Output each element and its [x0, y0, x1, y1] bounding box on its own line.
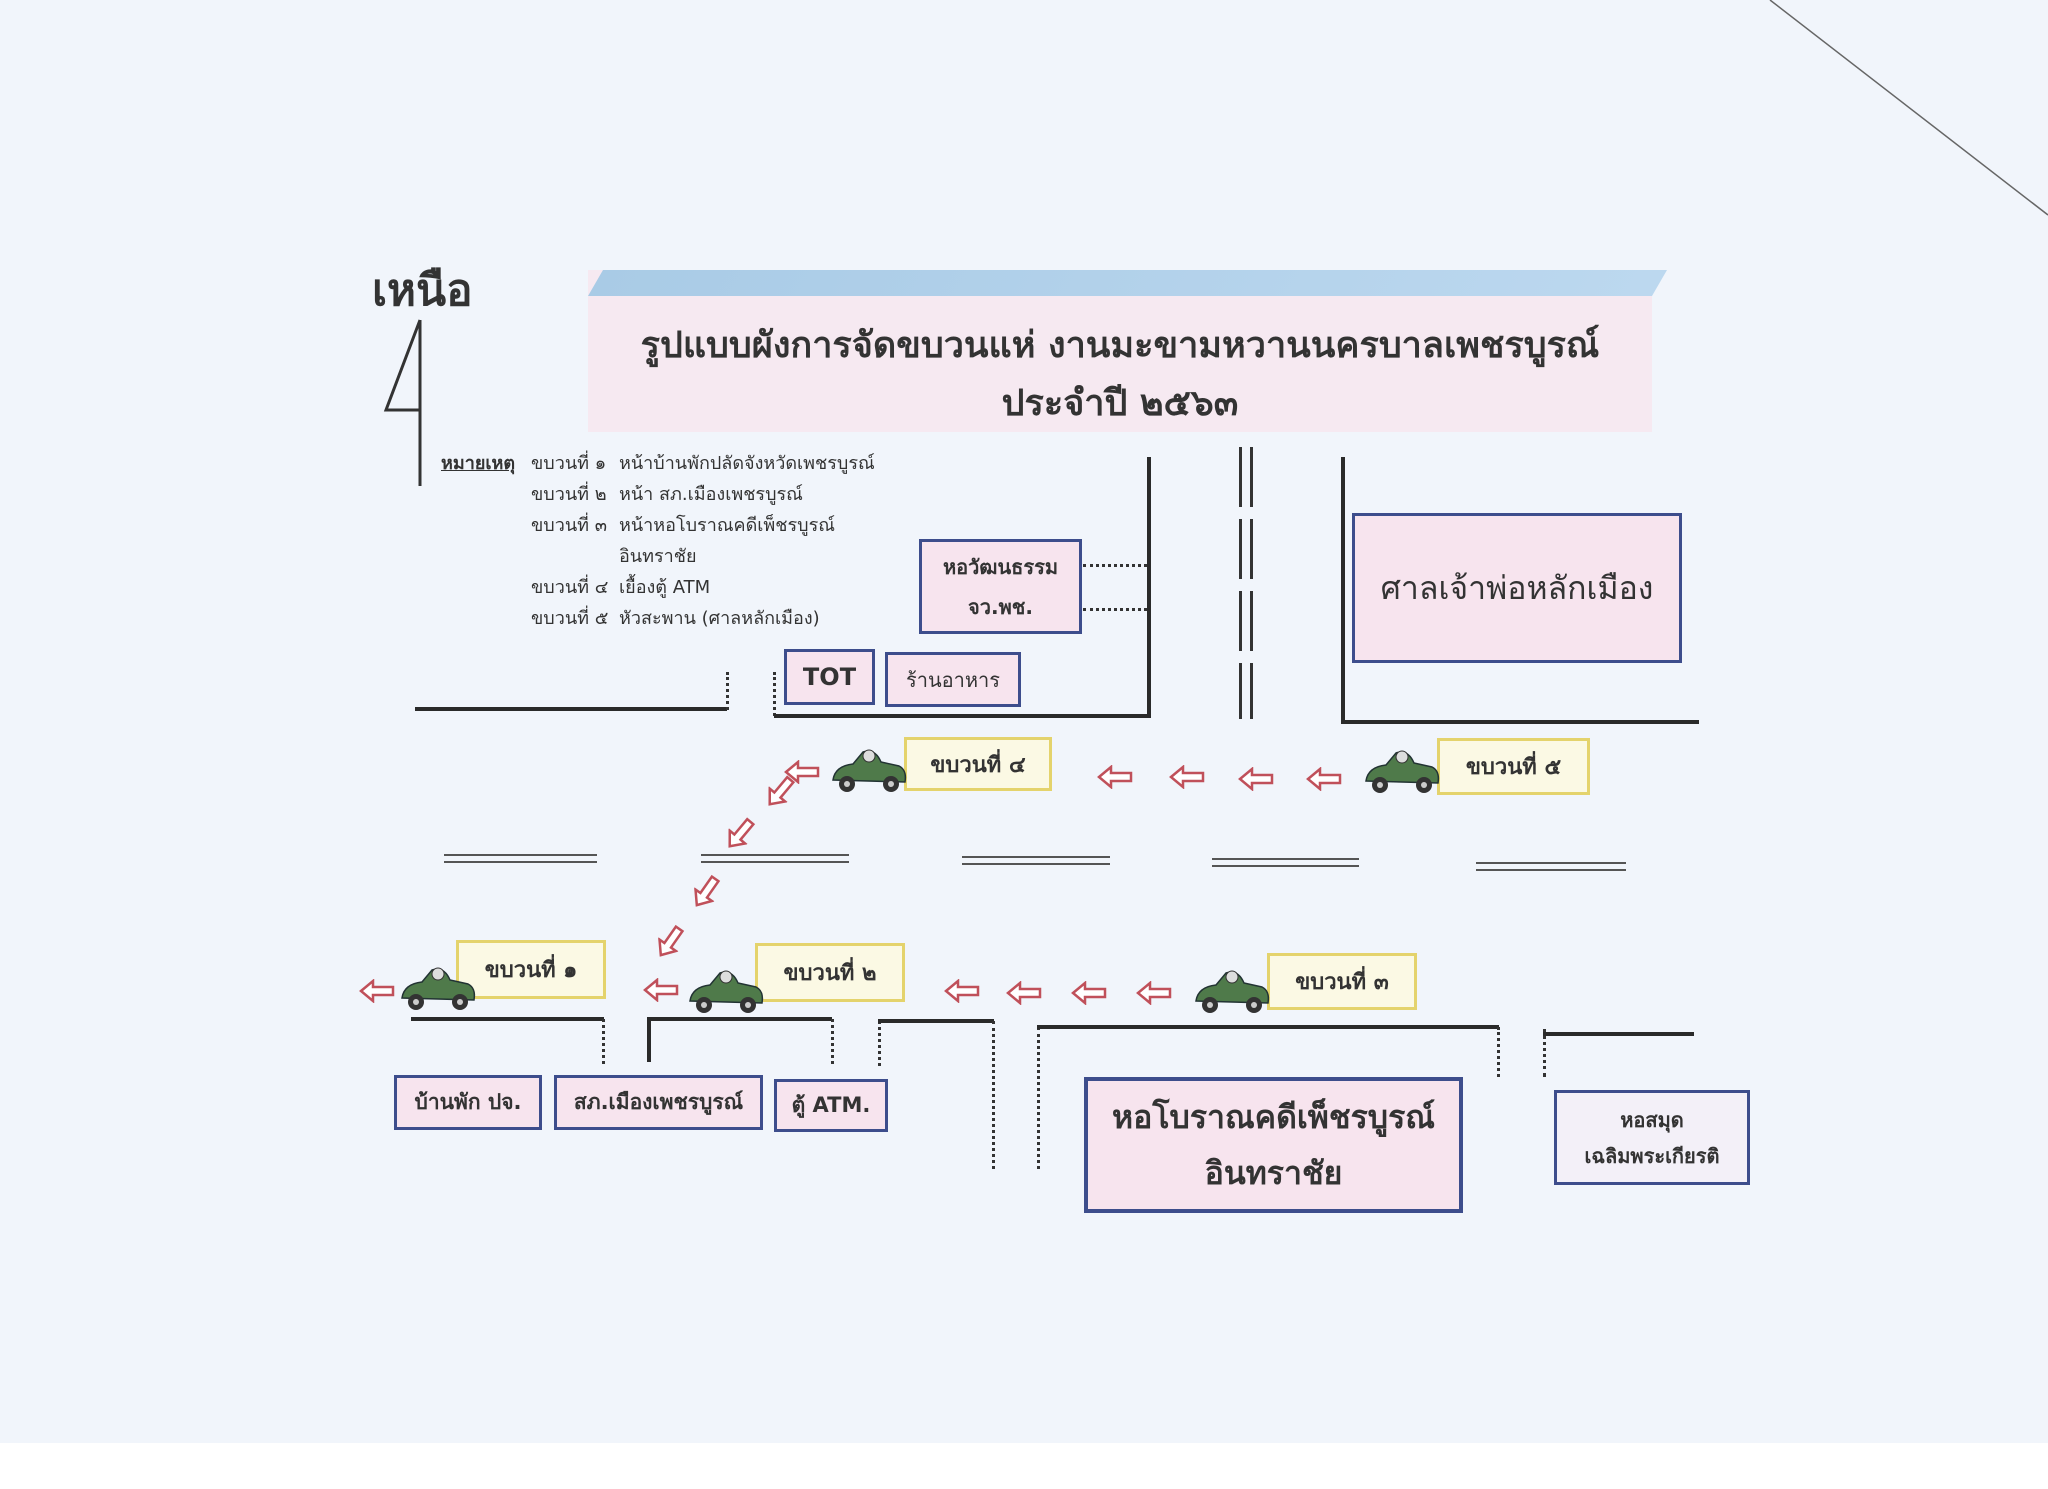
legend-item: ขบวนที่ ๓ หน้าหอโบราณคดีเพ็ชรบูรณ์	[531, 510, 875, 541]
title-banner: รูปแบบผังการจัดขบวนแห่ งานมะขามหวานนครบา…	[588, 270, 1668, 432]
left-arrow-icon	[359, 979, 395, 1003]
car-icon	[1365, 750, 1440, 793]
police-station-box: สภ.เมืองเพชรบูรณ์	[554, 1075, 763, 1130]
city-pillar-shrine-box: ศาลเจ้าพ่อหลักเมือง	[1352, 513, 1682, 663]
museum-box: หอโบราณคดีเพ็ชรบูรณ์อินทราชัย	[1084, 1077, 1463, 1213]
legend-heading: หมายเหตุ	[441, 453, 516, 474]
center-line	[1239, 447, 1242, 719]
left-arrow-icon	[1136, 981, 1172, 1005]
left-arrow-icon	[768, 775, 796, 806]
road-edge	[411, 1017, 604, 1021]
lane-marking	[962, 856, 1110, 865]
left-arrow-icon	[1238, 767, 1274, 791]
car-icon	[832, 749, 907, 792]
title-banner-strip	[588, 270, 1668, 296]
legend-item: ขบวนที่ ๒ หน้า สภ.เมืองเพชรบูรณ์	[531, 479, 875, 510]
legend-text: เยื้องตู้ ATM	[619, 577, 711, 598]
legend-text: หัวสะพาน (ศาลหลักเมือง)	[619, 608, 820, 629]
culture-hall-box: หอวัฒนธรรมจว.พช.	[919, 539, 1082, 634]
left-arrow-icon	[643, 978, 679, 1002]
culture-hall-label: จว.พช.	[968, 594, 1033, 619]
legend-text: หน้า สภ.เมืองเพชรบูรณ์	[619, 484, 803, 505]
left-arrow-icon	[1006, 981, 1042, 1005]
car-icon	[401, 967, 476, 1010]
restaurant-box: ร้านอาหาร	[885, 652, 1021, 707]
museum-label: อินทราชัย	[1204, 1154, 1343, 1192]
lane-marking	[444, 854, 597, 863]
procession-2-label: ขบวนที่ ๒	[755, 943, 905, 1002]
road-edge-dotted	[1497, 1027, 1500, 1077]
left-arrow-icon	[944, 979, 980, 1003]
procession-1-label: ขบวนที่ ๑	[456, 940, 606, 999]
legend-key: ขบวนที่ ๓	[531, 515, 608, 536]
legend-item: ขบวนที่ ๔ เยื้องตู้ ATM	[531, 572, 875, 603]
left-arrow-icon	[1071, 981, 1107, 1005]
museum-label: หอโบราณคดีเพ็ชรบูรณ์	[1112, 1098, 1435, 1136]
road-edge	[1037, 1025, 1499, 1029]
north-label: เหนือ	[372, 265, 473, 316]
left-arrow-icon	[784, 760, 820, 784]
legend-key: ขบวนที่ ๑	[531, 453, 607, 474]
lane-marking	[701, 854, 849, 863]
title-line-1: รูปแบบผังการจัดขบวนแห่ งานมะขามหวานนครบา…	[640, 325, 1600, 366]
road-edge-dotted	[1083, 564, 1147, 567]
road-edge-dotted	[1543, 1029, 1546, 1077]
road-edge-dotted	[992, 1021, 995, 1169]
legend-key: ขบวนที่ ๕	[531, 608, 609, 629]
left-arrow-icon	[658, 924, 685, 957]
tot-box: TOT	[784, 649, 875, 705]
library-label: หอสมุด	[1620, 1107, 1684, 1132]
road-edge	[1341, 457, 1345, 722]
legend-key: ขบวนที่ ๒	[531, 484, 607, 505]
center-line	[1250, 447, 1253, 719]
road-edge	[1543, 1032, 1694, 1036]
left-arrow-icon	[694, 874, 721, 907]
culture-hall-label: หอวัฒนธรรม	[942, 554, 1059, 579]
road-edge	[1147, 457, 1151, 718]
library-box: หอสมุดเฉลิมพระเกียรติ	[1554, 1090, 1750, 1185]
road-edge	[647, 1017, 651, 1062]
lane-marking	[1212, 858, 1359, 867]
road-edge	[878, 1019, 994, 1023]
legend-items: ขบวนที่ ๑ หน้าบ้านพักปลัดจังหวัดเพชรบูรณ์…	[531, 448, 875, 634]
residence-box: บ้านพัก ปจ.	[394, 1075, 542, 1130]
legend-text: อินทราชัย	[619, 546, 697, 567]
left-arrow-icon	[1169, 765, 1205, 789]
road-edge-dotted	[878, 1021, 881, 1066]
legend-item: ขบวนที่ ๑ หน้าบ้านพักปลัดจังหวัดเพชรบูรณ์	[531, 448, 875, 479]
legend-key: ขบวนที่ ๔	[531, 577, 609, 598]
road-edge	[774, 714, 1151, 718]
legend-item: อินทราชัย	[531, 541, 875, 572]
legend-text: หน้าหอโบราณคดีเพ็ชรบูรณ์	[619, 515, 835, 536]
legend-text: หน้าบ้านพักปลัดจังหวัดเพชรบูรณ์	[619, 453, 875, 474]
procession-4-label: ขบวนที่ ๔	[904, 737, 1052, 791]
road-edge	[415, 707, 727, 711]
left-arrow-icon	[728, 817, 756, 848]
road-edge-dotted	[726, 672, 729, 710]
legend-item: ขบวนที่ ๕ หัวสะพาน (ศาลหลักเมือง)	[531, 603, 875, 634]
road-edge-dotted	[602, 1019, 605, 1064]
road-edge-dotted	[773, 672, 776, 716]
atm-box: ตู้ ATM.	[774, 1079, 888, 1132]
road-edge-dotted	[1037, 1027, 1040, 1169]
road-edge-dotted	[831, 1019, 834, 1064]
library-label: เฉลิมพระเกียรติ	[1584, 1143, 1720, 1168]
title-line-2: ประจำปี ๒๕๖๓	[1001, 383, 1239, 424]
left-arrow-icon	[1097, 765, 1133, 789]
scan-bottom-margin	[0, 1443, 2048, 1489]
lane-marking	[1476, 862, 1626, 871]
road-edge	[647, 1017, 832, 1021]
procession-5-label: ขบวนที่ ๕	[1437, 738, 1590, 795]
north-arrow-icon	[383, 319, 422, 486]
car-icon	[1195, 970, 1270, 1013]
procession-3-label: ขบวนที่ ๓	[1267, 953, 1417, 1010]
road-edge-dotted	[1083, 608, 1147, 611]
car-icon	[689, 970, 764, 1013]
road-edge	[1341, 720, 1699, 724]
left-arrow-icon	[1306, 767, 1342, 791]
